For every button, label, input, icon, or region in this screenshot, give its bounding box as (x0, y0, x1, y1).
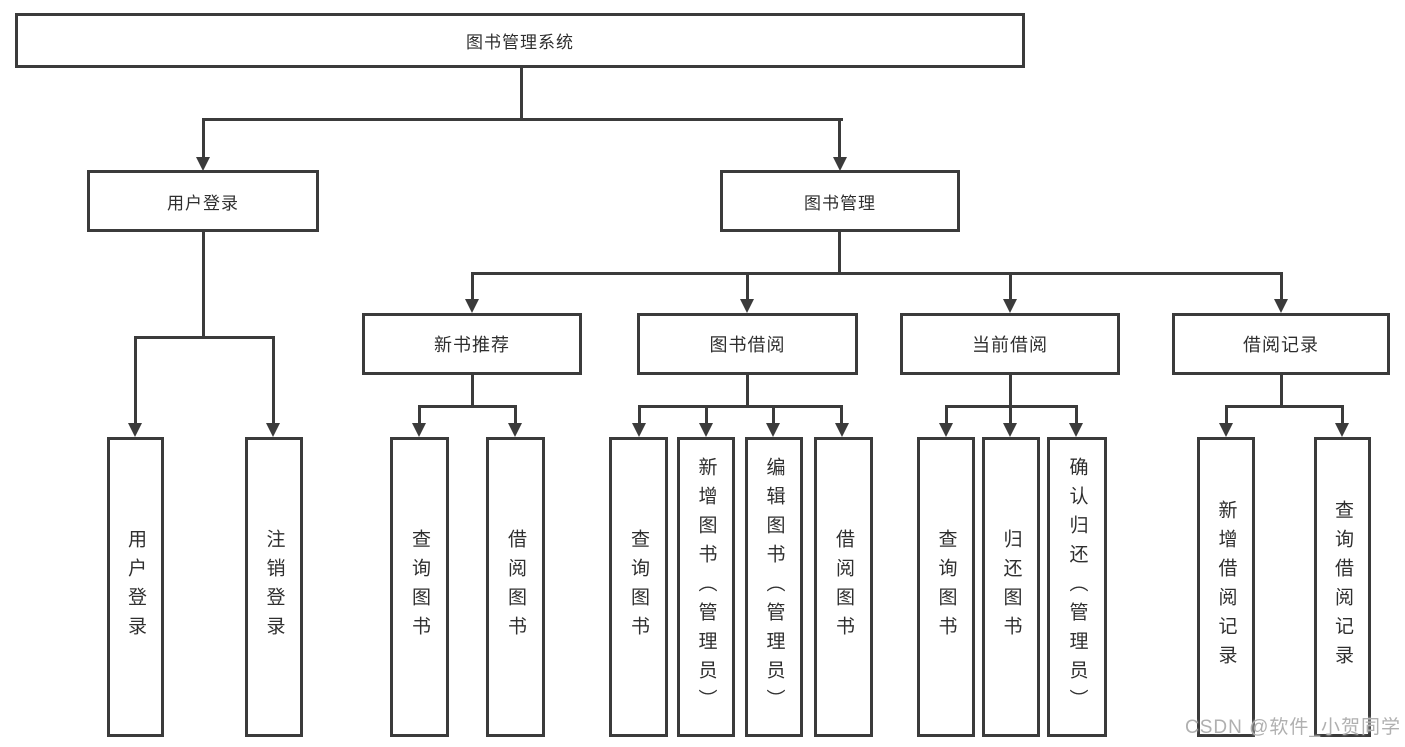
connector-mgmt-hline (471, 272, 1282, 275)
node-leaf-records-add-record: 新增借阅记录 (1197, 437, 1255, 737)
node-leaf-borrow-add-books-admin: 新增图书（管理员） (677, 437, 735, 737)
connector-cat1-hline (418, 405, 516, 408)
arrowhead-down-icon (196, 157, 210, 171)
node-label: 图书管理 (804, 193, 876, 213)
connector-cat3-v2 (1009, 405, 1012, 424)
connector-cat2-v3 (772, 405, 775, 424)
connector-cat1-v2 (514, 405, 517, 424)
node-label: 编辑图书（管理员） (763, 456, 785, 718)
connector-cat2-stub (746, 375, 749, 406)
arrowhead-down-icon (699, 423, 713, 437)
node-label: 用户登录 (167, 193, 239, 213)
connector-login-vright (272, 336, 275, 423)
node-leaf-recommend-borrow-books: 借阅图书 (486, 437, 545, 737)
node-label: 查询借阅记录 (1332, 500, 1353, 674)
node-label: 注销登录 (263, 529, 285, 645)
connector-root-vright (838, 118, 841, 158)
connector-cat3-stub (1009, 375, 1012, 406)
connector-cat3-v1 (945, 405, 948, 424)
connector-mgmt-stub (838, 232, 841, 275)
node-leaf-borrow-query-books: 查询图书 (609, 437, 668, 737)
connector-mgmt-v3 (1009, 272, 1012, 300)
connector-cat3-v3 (1075, 405, 1078, 424)
node-new-book-recommendation: 新书推荐 (362, 313, 582, 375)
connector-login-vleft (134, 336, 137, 423)
arrowhead-down-icon (1003, 423, 1017, 437)
connector-cat2-v1 (638, 405, 641, 424)
connector-cat4-hline (1225, 405, 1343, 408)
arrowhead-down-icon (465, 299, 479, 313)
arrowhead-down-icon (1219, 423, 1233, 437)
node-label: 借阅图书 (833, 529, 854, 645)
arrowhead-down-icon (128, 423, 142, 437)
arrowhead-down-icon (508, 423, 522, 437)
arrowhead-down-icon (266, 423, 280, 437)
node-label: 查询图书 (628, 529, 649, 645)
node-root-library-system: 图书管理系统 (15, 13, 1025, 68)
arrowhead-down-icon (766, 423, 780, 437)
arrowhead-down-icon (1335, 423, 1349, 437)
node-leaf-borrow-edit-books-admin: 编辑图书（管理员） (745, 437, 803, 737)
node-leaf-logout: 注销登录 (245, 437, 303, 737)
node-label: 借阅记录 (1243, 335, 1319, 355)
node-user-login: 用户登录 (87, 170, 319, 232)
node-current-borrowing: 当前借阅 (900, 313, 1120, 375)
node-borrowing-records: 借阅记录 (1172, 313, 1390, 375)
connector-cat2-v4 (840, 405, 843, 424)
connector-root-stub (520, 68, 523, 118)
arrowhead-down-icon (833, 157, 847, 171)
node-label: 确认归还（管理员） (1066, 456, 1088, 718)
connector-mgmt-v2 (746, 272, 749, 300)
node-book-management: 图书管理 (720, 170, 960, 232)
node-label: 借阅图书 (505, 529, 526, 645)
connector-login-hline (134, 336, 275, 339)
node-leaf-borrow-borrow-books: 借阅图书 (814, 437, 873, 737)
node-label: 查询图书 (935, 529, 957, 645)
connector-cat2-hline (638, 405, 843, 408)
arrowhead-down-icon (632, 423, 646, 437)
node-label: 新书推荐 (434, 335, 510, 355)
arrowhead-down-icon (939, 423, 953, 437)
connector-cat4-v2 (1341, 405, 1344, 424)
connector-cat1-stub (471, 375, 474, 406)
arrowhead-down-icon (1274, 299, 1288, 313)
connector-mgmt-v1 (471, 272, 474, 300)
connector-root-vleft (202, 118, 205, 158)
node-label: 图书借阅 (709, 335, 786, 355)
node-label: 归还图书 (1000, 529, 1022, 645)
connector-cat4-stub (1280, 375, 1283, 406)
connector-login-stub (202, 232, 205, 336)
csdn-watermark: CSDN @软件_小贺同学 (1185, 717, 1401, 738)
arrowhead-down-icon (740, 299, 754, 313)
node-label: 查询图书 (409, 529, 430, 645)
node-label: 用户登录 (125, 529, 146, 645)
arrowhead-down-icon (835, 423, 849, 437)
node-leaf-user-login: 用户登录 (107, 437, 164, 737)
connector-cat1-v1 (418, 405, 421, 424)
node-leaf-current-return-books: 归还图书 (982, 437, 1040, 737)
arrowhead-down-icon (1003, 299, 1017, 313)
node-leaf-current-confirm-return-admin: 确认归还（管理员） (1047, 437, 1107, 737)
arrowhead-down-icon (1069, 423, 1083, 437)
node-leaf-recommend-query-books: 查询图书 (390, 437, 449, 737)
node-leaf-records-query-record: 查询借阅记录 (1314, 437, 1371, 737)
node-book-borrowing: 图书借阅 (637, 313, 858, 375)
node-label: 当前借阅 (972, 335, 1048, 355)
connector-cat2-v2 (705, 405, 708, 424)
node-leaf-current-query-books: 查询图书 (917, 437, 975, 737)
connector-root-hline (202, 118, 843, 121)
connector-cat4-v1 (1225, 405, 1228, 424)
node-label: 图书管理系统 (466, 33, 574, 52)
arrowhead-down-icon (412, 423, 426, 437)
node-label: 新增借阅记录 (1215, 500, 1237, 674)
connector-mgmt-v4 (1280, 272, 1283, 300)
node-label: 新增图书（管理员） (695, 456, 717, 718)
